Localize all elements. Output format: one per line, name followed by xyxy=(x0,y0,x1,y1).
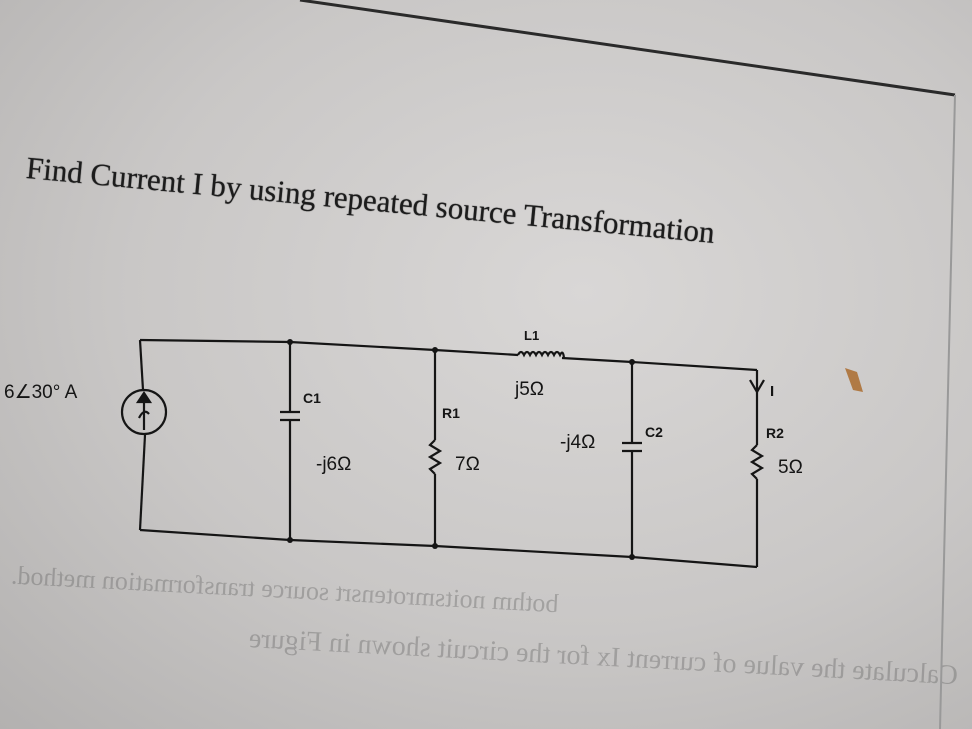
r2-resistor-icon xyxy=(749,444,765,480)
r1-resistor-icon xyxy=(427,439,443,475)
c1-value: -j6Ω xyxy=(316,454,351,475)
bottom-wire xyxy=(139,528,758,569)
top-wire-right xyxy=(561,356,758,372)
r1-name: R1 xyxy=(442,405,460,421)
c1-name: C1 xyxy=(303,390,321,406)
source-label: 6∠30° A xyxy=(4,382,78,403)
l1-value: j5Ω xyxy=(514,379,544,400)
c2-value: -j4Ω xyxy=(560,432,595,453)
current-arrow-icon xyxy=(749,379,765,395)
l1-inductor-icon xyxy=(517,350,566,359)
current-label: I xyxy=(770,383,774,400)
stain xyxy=(845,368,863,392)
r1-value: 7Ω xyxy=(455,454,480,475)
current-source-icon xyxy=(120,388,168,436)
r2-name: R2 xyxy=(766,425,784,441)
top-wire xyxy=(139,338,519,357)
r2-value: 5Ω xyxy=(778,457,803,478)
c2-name: C2 xyxy=(645,424,663,440)
l1-name: L1 xyxy=(524,328,539,343)
